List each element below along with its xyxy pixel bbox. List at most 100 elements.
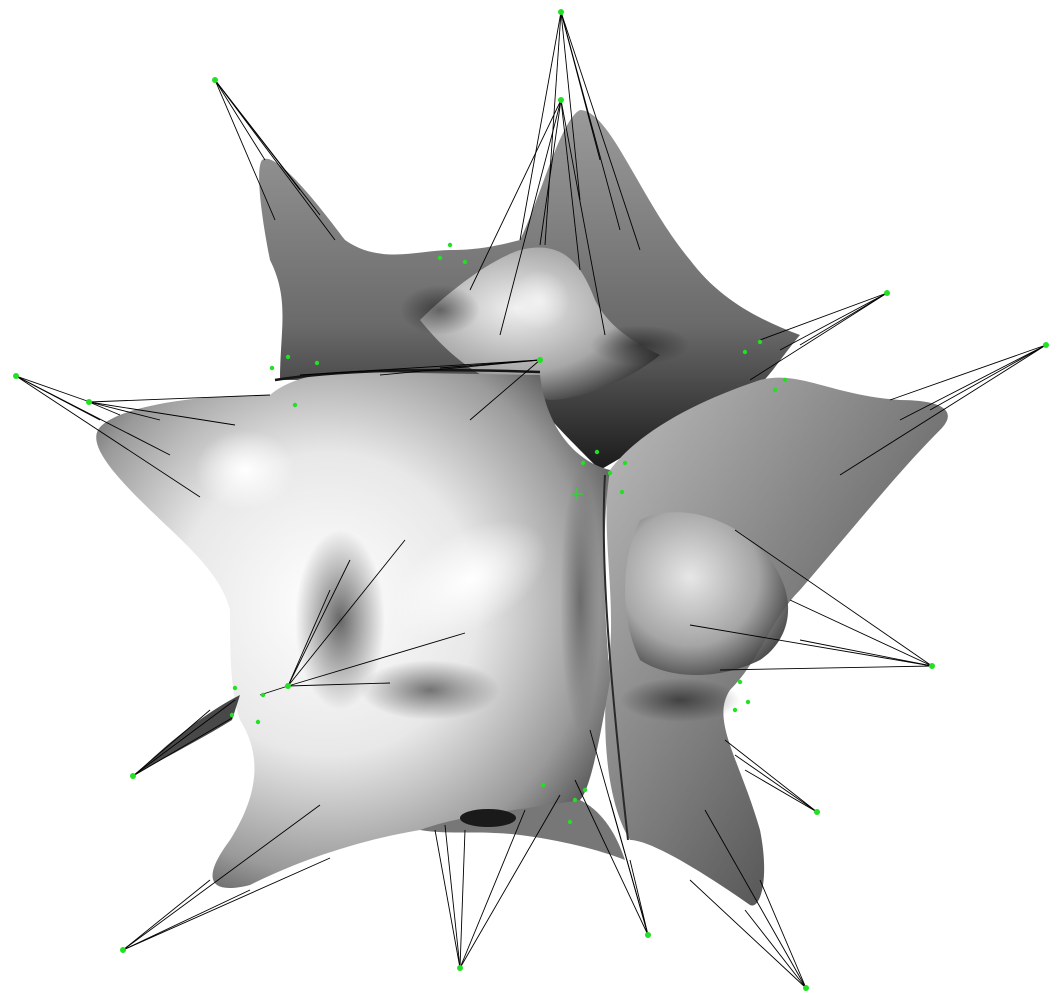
green-dot-icon[interactable] bbox=[929, 663, 935, 669]
green-dot-icon[interactable] bbox=[742, 349, 748, 355]
green-dot-icon[interactable] bbox=[645, 932, 651, 938]
control-line bbox=[434, 829, 461, 969]
control-line bbox=[15, 375, 171, 456]
green-dot-icon[interactable] bbox=[745, 699, 751, 705]
green-dot-icon[interactable] bbox=[737, 679, 743, 685]
control-line bbox=[15, 375, 91, 403]
green-dot-icon[interactable] bbox=[457, 965, 463, 971]
green-dot-icon[interactable] bbox=[622, 460, 628, 466]
green-dot-icon[interactable] bbox=[803, 985, 809, 991]
control-line bbox=[287, 632, 466, 687]
control-line bbox=[132, 709, 211, 777]
green-dot-icon[interactable] bbox=[212, 77, 218, 83]
control-line bbox=[122, 889, 251, 951]
control-line bbox=[799, 292, 888, 346]
control-line bbox=[719, 665, 933, 671]
green-dot-icon[interactable] bbox=[229, 712, 235, 718]
control-line bbox=[499, 99, 562, 336]
green-dot-icon[interactable] bbox=[772, 387, 778, 393]
control-line bbox=[287, 682, 391, 687]
green-dot-icon[interactable] bbox=[580, 460, 586, 466]
green-dot-icon[interactable] bbox=[757, 339, 763, 345]
control-line bbox=[574, 779, 649, 936]
control-line bbox=[799, 639, 933, 667]
control-line bbox=[88, 401, 121, 416]
control-line bbox=[439, 359, 541, 369]
green-dot-icon[interactable] bbox=[269, 365, 275, 371]
control-line bbox=[519, 11, 562, 241]
green-dot-icon[interactable] bbox=[594, 449, 600, 455]
green-dot-icon[interactable] bbox=[86, 399, 92, 405]
control-line bbox=[734, 529, 933, 667]
green-dot-icon[interactable] bbox=[814, 809, 820, 815]
control-line bbox=[122, 857, 331, 951]
shadow-patch-lower bbox=[360, 660, 500, 720]
control-line bbox=[744, 909, 807, 989]
control-line bbox=[689, 624, 933, 667]
green-dot-icon[interactable] bbox=[437, 255, 443, 261]
control-points bbox=[13, 9, 1049, 991]
control-line bbox=[539, 99, 562, 246]
green-dot-icon[interactable] bbox=[13, 373, 19, 379]
control-line bbox=[214, 79, 336, 241]
highlight-left bbox=[195, 430, 295, 510]
shadow-patch-crease bbox=[560, 470, 600, 730]
control-line bbox=[15, 375, 201, 498]
control-line bbox=[560, 11, 641, 251]
control-line bbox=[299, 359, 541, 376]
control-line bbox=[560, 99, 581, 271]
green-dot-icon[interactable] bbox=[232, 685, 238, 691]
control-line bbox=[544, 11, 562, 246]
green-dot-icon[interactable] bbox=[462, 259, 468, 265]
green-dot-icon[interactable] bbox=[884, 290, 890, 296]
control-line bbox=[469, 99, 562, 291]
crosshair-icon bbox=[571, 488, 583, 500]
control-line bbox=[759, 879, 807, 989]
control-line bbox=[839, 344, 1047, 476]
control-line bbox=[287, 539, 406, 687]
control-line bbox=[459, 794, 561, 969]
green-dot-icon[interactable] bbox=[1043, 342, 1049, 348]
green-dot-icon[interactable] bbox=[558, 97, 564, 103]
control-line bbox=[444, 824, 461, 969]
green-dot-icon[interactable] bbox=[567, 819, 573, 825]
green-dot-icon[interactable] bbox=[292, 402, 298, 408]
control-line bbox=[724, 739, 818, 813]
highlight-center bbox=[392, 520, 548, 640]
green-dot-icon[interactable] bbox=[285, 354, 291, 360]
green-dot-icon[interactable] bbox=[260, 692, 266, 698]
green-dot-icon[interactable] bbox=[447, 242, 453, 248]
green-dot-icon[interactable] bbox=[537, 357, 543, 363]
green-dot-icon[interactable] bbox=[130, 773, 136, 779]
shadow-patch-center bbox=[295, 530, 385, 710]
control-line bbox=[88, 394, 271, 403]
control-line bbox=[929, 344, 1047, 411]
control-line bbox=[88, 401, 236, 426]
green-dot-icon[interactable] bbox=[582, 787, 588, 793]
spiky-surface bbox=[96, 110, 948, 906]
green-dot-icon[interactable] bbox=[619, 489, 625, 495]
green-dot-icon[interactable] bbox=[120, 947, 126, 953]
green-dot-icon[interactable] bbox=[285, 683, 291, 689]
shadow-patch-top-right bbox=[590, 325, 690, 365]
green-dot-icon[interactable] bbox=[732, 707, 738, 713]
green-dot-icon[interactable] bbox=[607, 470, 613, 476]
control-line bbox=[609, 799, 649, 936]
surface-seam bbox=[602, 474, 629, 841]
control-line bbox=[704, 809, 807, 989]
green-dot-icon[interactable] bbox=[782, 377, 788, 383]
green-dot-icon[interactable] bbox=[558, 9, 564, 15]
green-dot-icon[interactable] bbox=[572, 797, 578, 803]
surface-lobe-bottom bbox=[420, 800, 625, 860]
green-dot-icon[interactable] bbox=[540, 782, 546, 788]
control-line bbox=[734, 754, 818, 813]
control-line bbox=[744, 769, 818, 813]
control-line bbox=[889, 344, 1047, 401]
green-dot-icon[interactable] bbox=[255, 719, 261, 725]
control-line bbox=[749, 292, 888, 381]
control-net bbox=[15, 11, 1047, 989]
highlight-bump bbox=[510, 270, 570, 330]
green-dot-icon[interactable] bbox=[314, 360, 320, 366]
